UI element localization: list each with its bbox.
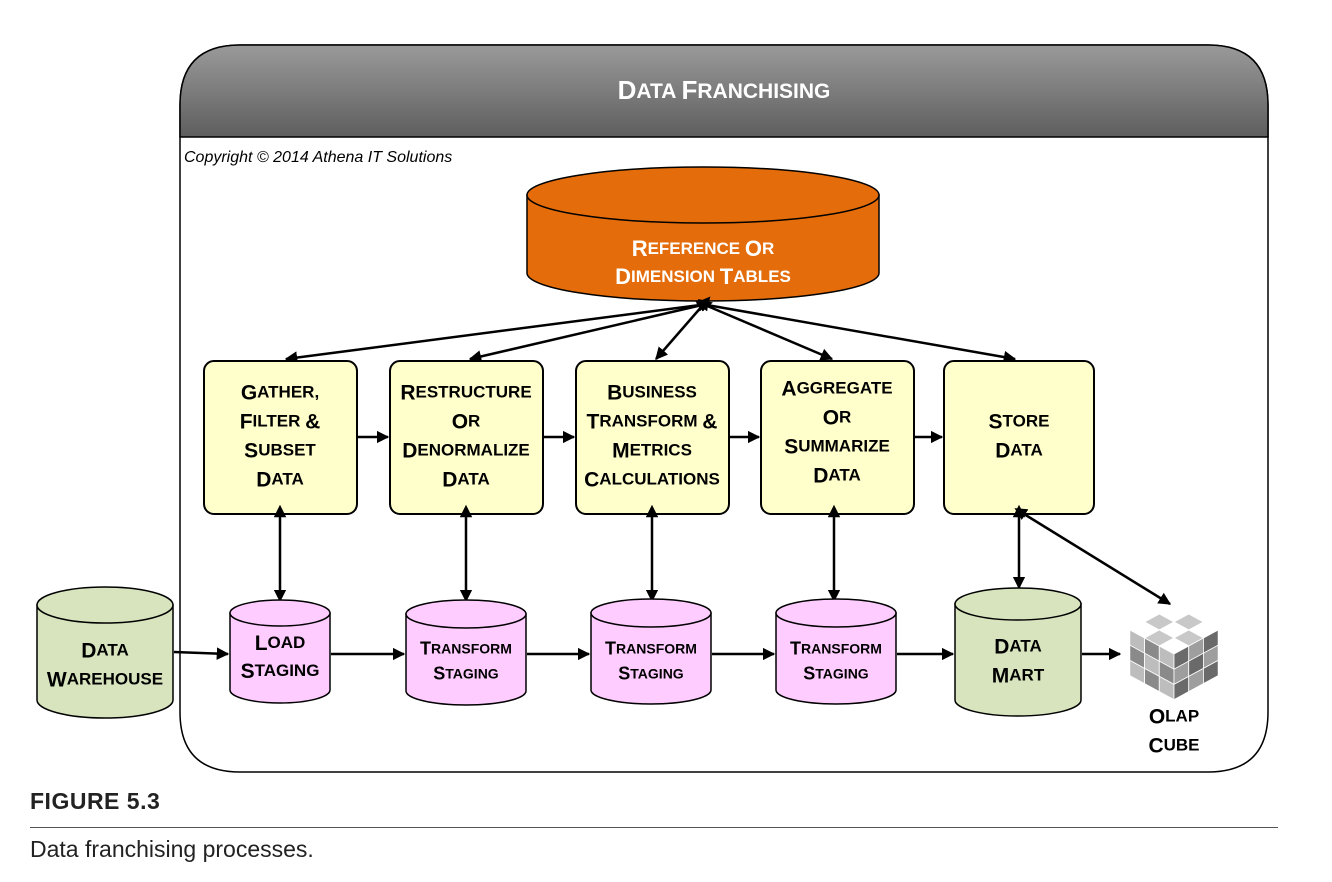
staging-load-label-line: STAGING	[241, 660, 320, 683]
olap-cube-label-line: OLAP	[1149, 705, 1199, 728]
process-box-aggregate-label-line: SUMMARIZE	[784, 435, 890, 458]
title-bar	[179, 44, 1269, 138]
data-warehouse-db: DATA WAREHOUSE	[36, 586, 174, 719]
process-box-store-label-line: DATA	[995, 439, 1043, 462]
reference-db-label-line: DIMENSION TABLES	[615, 264, 791, 289]
figure-label: FIGURE 5.3	[30, 788, 161, 814]
process-box-store	[943, 360, 1095, 515]
reference-dimension-tables-db: REFERENCE OR DIMENSION TABLES	[526, 166, 880, 302]
staging-dbs: LOAD STAGING TRANSFORM STAGING TRANSFORM STAG…	[229, 598, 897, 706]
staging-db-transform-1	[405, 599, 527, 706]
process-boxes: GATHER, FILTER & SUBSET DATA RESTRUCTURE OR DE…	[203, 360, 1095, 515]
process-box-business-label-line: METRICS	[612, 439, 692, 462]
diagram-title: DATA FRANCHISING	[618, 75, 831, 105]
staging-db-load	[229, 599, 331, 704]
staging-transform-3-label-line: STAGING	[803, 663, 869, 683]
process-box-business-label-line: BUSINESS	[607, 381, 697, 404]
vertical-arrows	[273, 504, 1172, 606]
process-box-aggregate-label-line: AGGREGATE	[781, 377, 892, 400]
olap-cube-icon	[1129, 605, 1219, 701]
data-mart-label-line: DATA	[994, 635, 1042, 658]
data-mart-label-line: MART	[992, 664, 1045, 687]
process-box-restructure-label-line: RESTRUCTURE	[400, 381, 531, 404]
process-box-business-label-line: TRANSFORM &	[587, 410, 718, 433]
process-box-aggregate-label-line: DATA	[813, 464, 861, 487]
staging-db-transform-3	[775, 598, 897, 705]
reference-db-label-line: REFERENCE OR	[632, 236, 775, 261]
process-box-aggregate-label-line: OR	[823, 406, 852, 429]
process-box-gather-label-line: DATA	[256, 468, 304, 491]
figure-caption: Data franchising processes.	[30, 836, 314, 862]
reference-arrows	[284, 296, 1017, 364]
staging-transform-2-label-line: TRANSFORM	[605, 638, 697, 658]
staging-transform-2-label-line: STAGING	[618, 663, 684, 683]
figure-divider	[30, 827, 1278, 828]
copyright-note: Copyright © 2014 Athena IT Solutions	[184, 149, 452, 166]
process-box-restructure-label-line: DENORMALIZE	[402, 439, 530, 462]
olap-cube-label-line: CUBE	[1148, 734, 1199, 757]
process-box-restructure-label-line: OR	[452, 410, 481, 433]
data-mart-db: DATA MART	[954, 587, 1082, 717]
process-box-gather-label-line: GATHER,	[241, 381, 319, 404]
data-warehouse-label-line: WAREHOUSE	[47, 668, 163, 691]
process-box-gather-label-line: SUBSET	[244, 439, 316, 462]
process-box-restructure-label-line: DATA	[442, 468, 490, 491]
staging-db-transform-2	[590, 598, 712, 705]
process-box-gather-label-line: FILTER &	[240, 410, 321, 433]
data-warehouse-label-line: DATA	[81, 639, 129, 662]
bottom-flow-arrows	[173, 647, 1122, 661]
staging-transform-1-label-line: STAGING	[433, 663, 499, 683]
process-box-business-label-line: CALCULATIONS	[584, 468, 720, 491]
staging-transform-3-label-line: TRANSFORM	[790, 638, 882, 658]
process-box-store-label-line: STORE	[989, 410, 1050, 433]
staging-transform-1-label-line: TRANSFORM	[420, 638, 512, 658]
staging-load-label-line: LOAD	[255, 632, 306, 655]
